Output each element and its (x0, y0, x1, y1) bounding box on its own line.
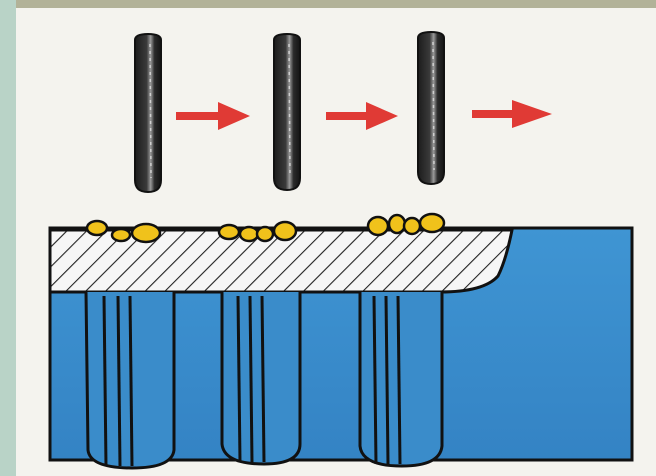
column-3 (360, 292, 442, 466)
droplet-icon (132, 224, 160, 242)
probe-2 (274, 34, 300, 190)
droplet-icon (87, 221, 107, 235)
column-2 (222, 292, 300, 464)
droplet-icon (404, 218, 420, 234)
droplet-icon (257, 227, 273, 241)
electrode-rod-icon (274, 34, 300, 190)
electrode-rod-icon (418, 32, 444, 184)
droplet-icon (112, 229, 130, 241)
frame-left-band (0, 0, 16, 476)
droplet-icon (368, 217, 388, 235)
droplet-icon (420, 214, 444, 232)
droplet-icon (240, 227, 258, 241)
column-1 (86, 292, 174, 468)
droplet-icon (219, 225, 239, 239)
droplet-icon (389, 215, 405, 233)
probe-3 (418, 32, 444, 184)
droplet-icon (274, 222, 296, 240)
probe-1 (135, 34, 161, 192)
electrode-rod-icon (135, 34, 161, 192)
